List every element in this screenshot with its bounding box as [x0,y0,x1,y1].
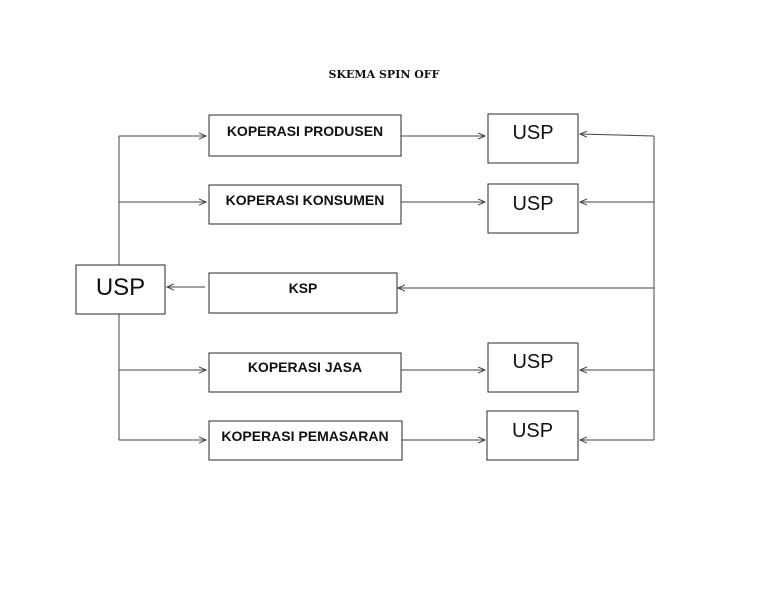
usp-jasa-box: USP [487,342,579,393]
koperasi-pemasaran-box: KOPERASI PEMASARAN [208,420,403,461]
usp-konsumen-box: USP [487,183,579,234]
koperasi-produsen-label: KOPERASI PRODUSEN [227,123,383,139]
koperasi-jasa-box: KOPERASI JASA [208,352,402,393]
koperasi-pemasaran-label: KOPERASI PEMASARAN [221,428,388,444]
usp-main-label: USP [96,274,145,301]
koperasi-konsumen-box: KOPERASI KONSUMEN [208,184,402,225]
usp-pemasaran-box: USP [486,410,579,461]
usp-produsen-label: USP [512,122,553,144]
usp-pemasaran-label: USP [512,420,553,442]
diagram-title: SKEMA SPIN OFF [328,68,440,81]
usp-produsen-box: USP [487,113,579,164]
ksp-box: KSP [208,272,398,314]
ksp-label: KSP [289,280,318,296]
usp-main-box: USP [75,264,166,315]
usp-konsumen-label: USP [512,193,553,215]
koperasi-konsumen-label: KOPERASI KONSUMEN [226,192,385,208]
arrow-trunk-to-usp-produsen [580,134,655,136]
usp-jasa-label: USP [512,351,553,373]
koperasi-produsen-box: KOPERASI PRODUSEN [208,114,402,157]
koperasi-jasa-label: KOPERASI JASA [248,359,362,375]
